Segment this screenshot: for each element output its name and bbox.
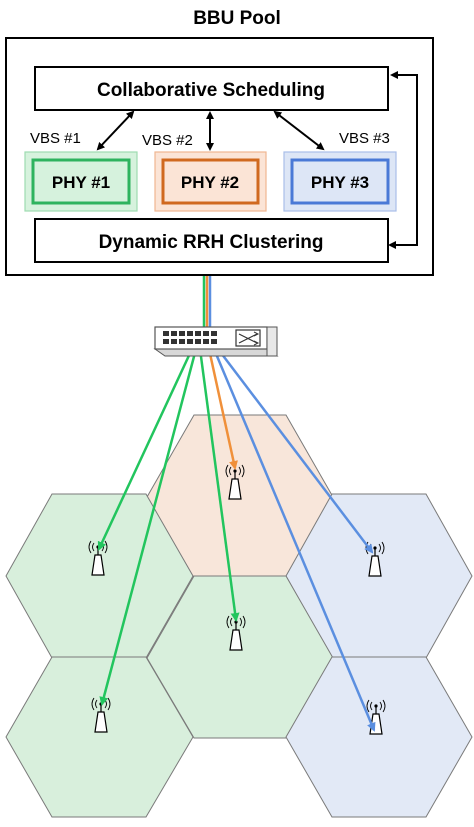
link-blue-right-lower [212, 348, 376, 732]
collaborative-scheduling-box [34, 66, 389, 111]
rrh-clustering-box [34, 218, 389, 263]
vbs-label-1: VBS #1 [30, 130, 81, 147]
phy3-label: PHY #3 [311, 173, 369, 192]
scheduling-phy1-arrow [96, 110, 135, 151]
vbs-label-2: VBS #2 [142, 132, 193, 149]
link-orange-top [207, 348, 238, 470]
phy1-label: PHY #1 [52, 173, 110, 192]
phy3-box [290, 158, 390, 205]
cell-left-lower [5, 656, 194, 818]
rrh-clustering-label: Dynamic RRH Clustering [99, 232, 324, 253]
link-blue-right-upper [217, 348, 374, 554]
pool-title: BBU Pool [193, 8, 281, 29]
phy1-box [31, 158, 131, 205]
feedback-loop-arrow [388, 71, 418, 249]
phy2-box [161, 158, 260, 205]
collaborative-scheduling-label: Collaborative Scheduling [97, 80, 325, 101]
link-green-left-lower [99, 348, 198, 706]
link-green-center [198, 348, 240, 622]
scheduling-phy3-arrow [273, 110, 325, 151]
network-switch-icon [153, 326, 279, 357]
cell-right-lower [285, 656, 473, 818]
phy2-label: PHY #2 [181, 173, 239, 192]
link-green-left-upper [97, 348, 194, 551]
vbs-label-3: VBS #3 [339, 130, 390, 147]
